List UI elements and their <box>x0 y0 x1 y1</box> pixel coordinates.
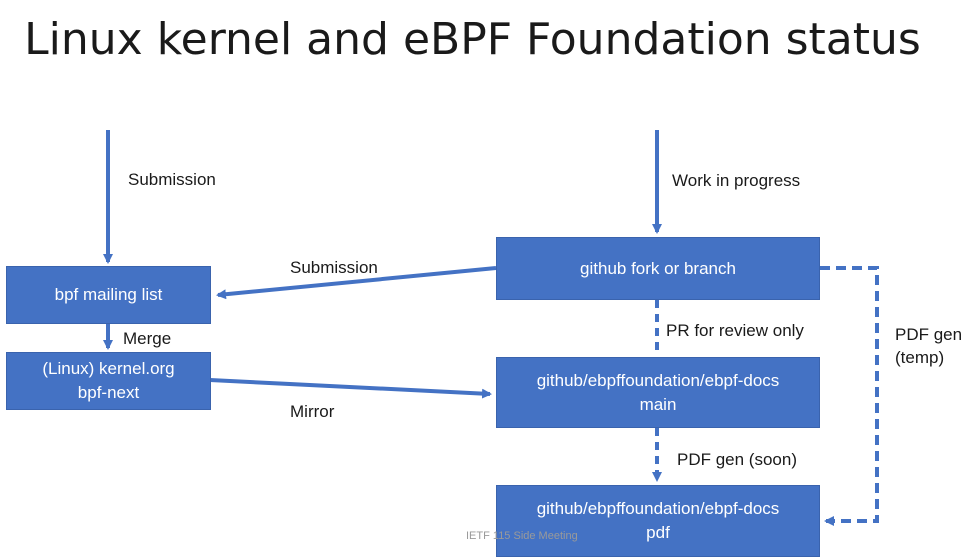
arrow-mirror <box>209 378 492 399</box>
box-kernel-org-bpf-next: (Linux) kernel.org bpf-next <box>6 352 211 410</box>
arrow-fork-to-mailing-list <box>216 266 497 300</box>
arrow-pdf-gen-temp <box>820 266 879 526</box>
label-pdf-gen-soon: PDF gen (soon) <box>677 450 797 469</box>
label-submission-top: Submission <box>128 170 216 189</box>
box-ebpf-docs-main: github/ebpffoundation/ebpf-docs main <box>496 357 820 428</box>
box-github-fork-or-branch: github fork or branch <box>496 237 820 300</box>
box-bpf-mailing-list: bpf mailing list <box>6 266 211 324</box>
box-ebpf-docs-pdf: github/ebpffoundation/ebpf-docs pdf <box>496 485 820 557</box>
label-pr-for-review: PR for review only <box>666 321 804 340</box>
label-merge: Merge <box>123 329 172 348</box>
page-title: Linux kernel and eBPF Foundation status <box>24 14 921 65</box>
label-pdf-gen-temp: PDF gen (temp) <box>895 325 963 367</box>
label-work-in-progress: Work in progress <box>672 171 801 190</box>
slide-footer: IETF 115 Side Meeting <box>466 530 578 542</box>
label-mirror: Mirror <box>290 402 335 421</box>
label-submission-mid: Submission <box>290 258 378 277</box>
